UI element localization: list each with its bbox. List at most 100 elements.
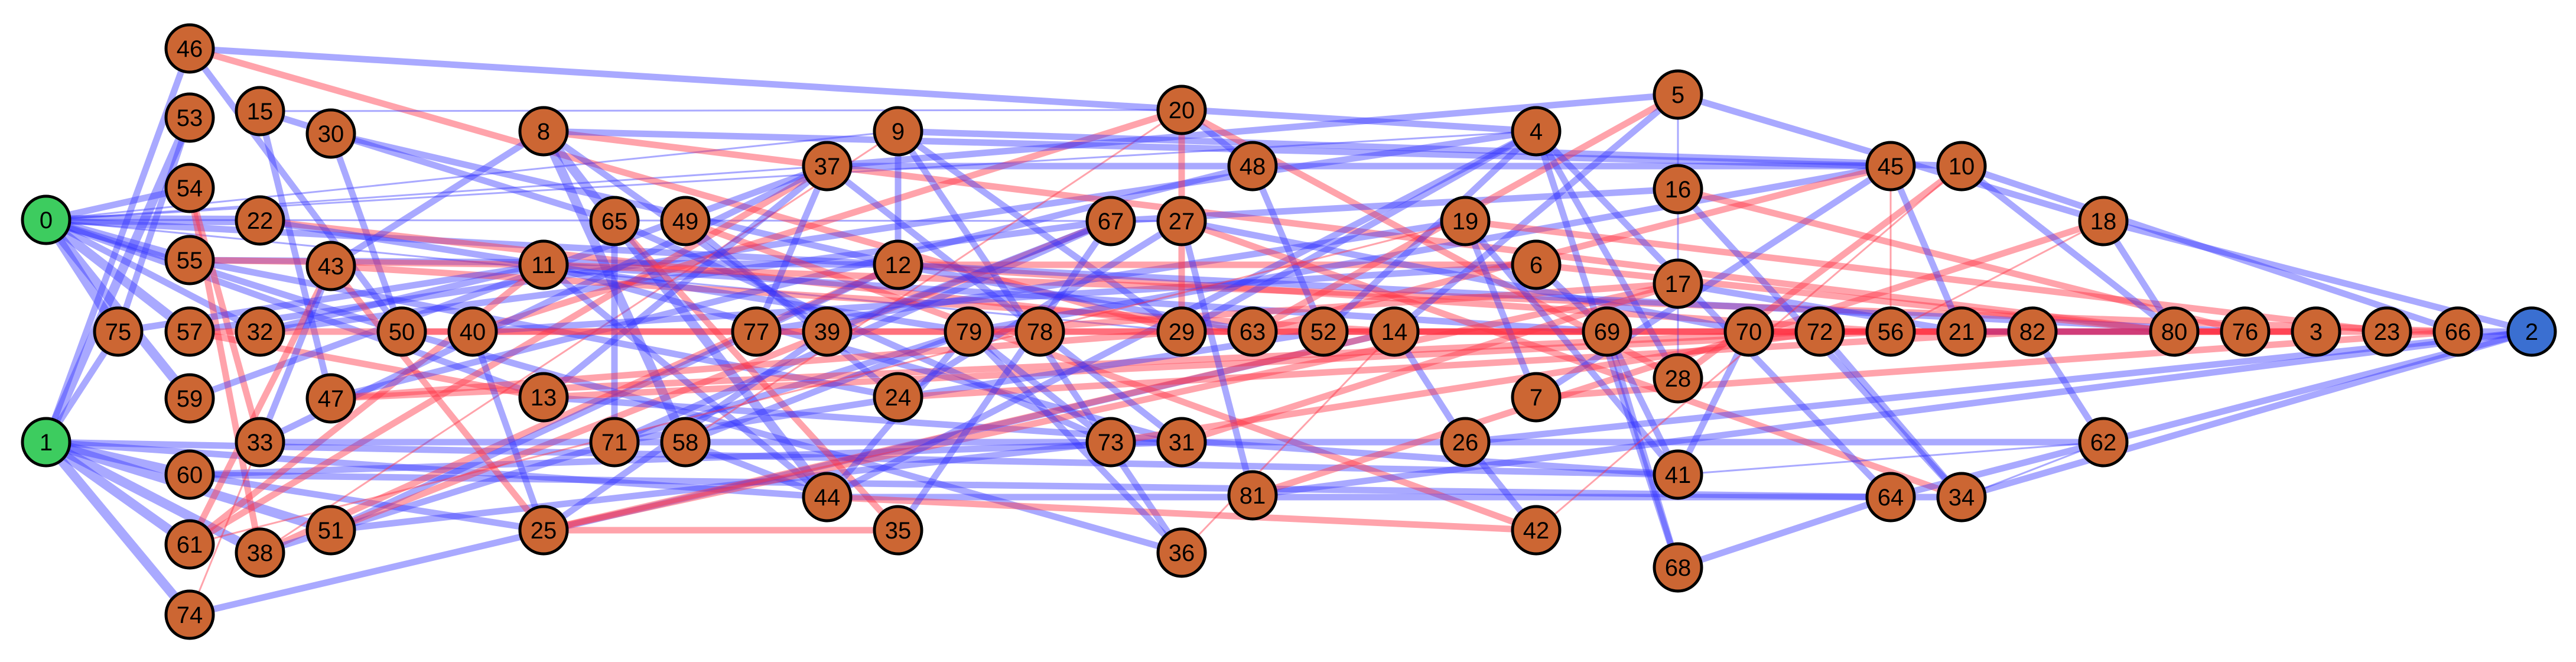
- edge-32-11: [259, 261, 545, 335]
- node-label-61: 61: [177, 532, 203, 558]
- edge-10-80: [1959, 163, 2177, 335]
- node-label-57: 57: [177, 319, 203, 345]
- node-label-43: 43: [318, 254, 344, 280]
- node-62: 62: [2078, 417, 2129, 468]
- node-circle-66: [2432, 306, 2483, 357]
- node-circle-45: [1865, 141, 1916, 192]
- edge-58-20: [685, 109, 1182, 443]
- edge-36-14: [1180, 330, 1396, 554]
- edge-24-82: [897, 328, 2033, 401]
- edge-38-9: [259, 130, 899, 554]
- node-43: 43: [305, 241, 356, 291]
- node-label-65: 65: [601, 209, 628, 235]
- edge-22-63: [259, 217, 1253, 335]
- edge-56-18: [1890, 220, 2104, 333]
- node-circle-33: [235, 417, 285, 468]
- node-circle-11: [518, 239, 569, 290]
- edge-1-41: [45, 439, 1679, 478]
- node-circle-54: [164, 163, 215, 213]
- node-67: 67: [1085, 196, 1136, 246]
- node-19: 19: [1440, 196, 1491, 246]
- node-circle-14: [1369, 306, 1420, 357]
- node-32: 32: [235, 306, 285, 357]
- node-label-53: 53: [177, 105, 203, 131]
- node-48: 48: [1227, 141, 1278, 192]
- node-circle-56: [1865, 306, 1916, 357]
- node-circle-65: [589, 196, 640, 246]
- edge-69-68: [1604, 330, 1681, 569]
- node-label-47: 47: [318, 386, 344, 412]
- node-circle-70: [1723, 306, 1774, 357]
- edge-69-41: [1604, 330, 1681, 476]
- node-label-63: 63: [1240, 319, 1266, 345]
- node-circle-21: [1936, 306, 1987, 357]
- node-circle-8: [518, 106, 569, 157]
- edge-27-34: [1180, 218, 1963, 501]
- node-circle-19: [1440, 196, 1491, 246]
- node-circle-17: [1653, 258, 1703, 309]
- edge-12-56: [897, 261, 1891, 335]
- edge-43-14: [330, 262, 1395, 335]
- edge-25-17: [542, 280, 1679, 534]
- edge-43-8: [329, 128, 545, 269]
- edge-73-72: [1110, 328, 1820, 446]
- node-label-51: 51: [318, 518, 344, 544]
- node-7: 7: [1511, 372, 1562, 423]
- node-label-16: 16: [1665, 177, 1692, 203]
- node-circle-34: [1936, 472, 1987, 523]
- node-42: 42: [1511, 505, 1562, 556]
- node-circle-48: [1227, 141, 1278, 192]
- node-label-0: 0: [40, 207, 53, 233]
- node-label-41: 41: [1665, 462, 1692, 488]
- node-label-74: 74: [177, 602, 203, 628]
- node-label-18: 18: [2090, 209, 2117, 235]
- node-label-20: 20: [1169, 98, 1195, 124]
- edge-44-42: [827, 494, 1537, 534]
- node-label-22: 22: [247, 208, 274, 234]
- edge-28-10: [1676, 163, 1964, 381]
- node-circle-79: [944, 306, 994, 357]
- edge-27-70: [1180, 218, 1750, 335]
- edge-4-64: [1534, 129, 1893, 499]
- edge-48-52: [1249, 164, 1327, 333]
- node-circle-27: [1156, 196, 1207, 246]
- edge-72-34: [1817, 329, 1964, 499]
- edge-1-38: [44, 437, 262, 557]
- node-label-8: 8: [537, 119, 550, 145]
- edge-65-35: [612, 219, 901, 533]
- edge-46-29: [188, 45, 1183, 335]
- node-circle-81: [1227, 470, 1278, 521]
- edge-0-32: [44, 217, 262, 335]
- node-circle-41: [1653, 449, 1703, 500]
- node-53: 53: [164, 92, 215, 143]
- node-label-75: 75: [105, 319, 132, 345]
- node-circle-80: [2149, 306, 2200, 357]
- edge-65-73: [613, 218, 1113, 446]
- edge-61-43: [187, 264, 334, 546]
- node-75: 75: [93, 306, 144, 357]
- edge-8-44: [539, 128, 831, 500]
- node-label-82: 82: [2019, 319, 2046, 345]
- node-34: 34: [1936, 472, 1987, 523]
- edge-9-29: [896, 128, 1184, 335]
- node-58: 58: [660, 417, 711, 468]
- edge-16-76: [1677, 186, 2246, 335]
- node-circle-43: [305, 241, 356, 291]
- edge-1-74: [42, 439, 194, 618]
- node-circle-23: [2362, 306, 2412, 357]
- node-circle-51: [305, 505, 356, 556]
- node-circle-35: [873, 505, 923, 556]
- node-1: 1: [21, 417, 71, 468]
- edge-41-62: [1677, 441, 2104, 476]
- node-35: 35: [873, 505, 923, 556]
- edge-25-14: [542, 328, 1396, 534]
- edge-55-11: [189, 257, 544, 268]
- node-circle-50: [376, 306, 427, 357]
- node-37: 37: [802, 141, 853, 192]
- node-0: 0: [21, 194, 71, 245]
- node-60: 60: [164, 449, 215, 500]
- node-label-3: 3: [2310, 319, 2323, 345]
- node-25: 25: [518, 505, 569, 556]
- node-circle-44: [802, 472, 853, 523]
- node-label-70: 70: [1736, 319, 1762, 345]
